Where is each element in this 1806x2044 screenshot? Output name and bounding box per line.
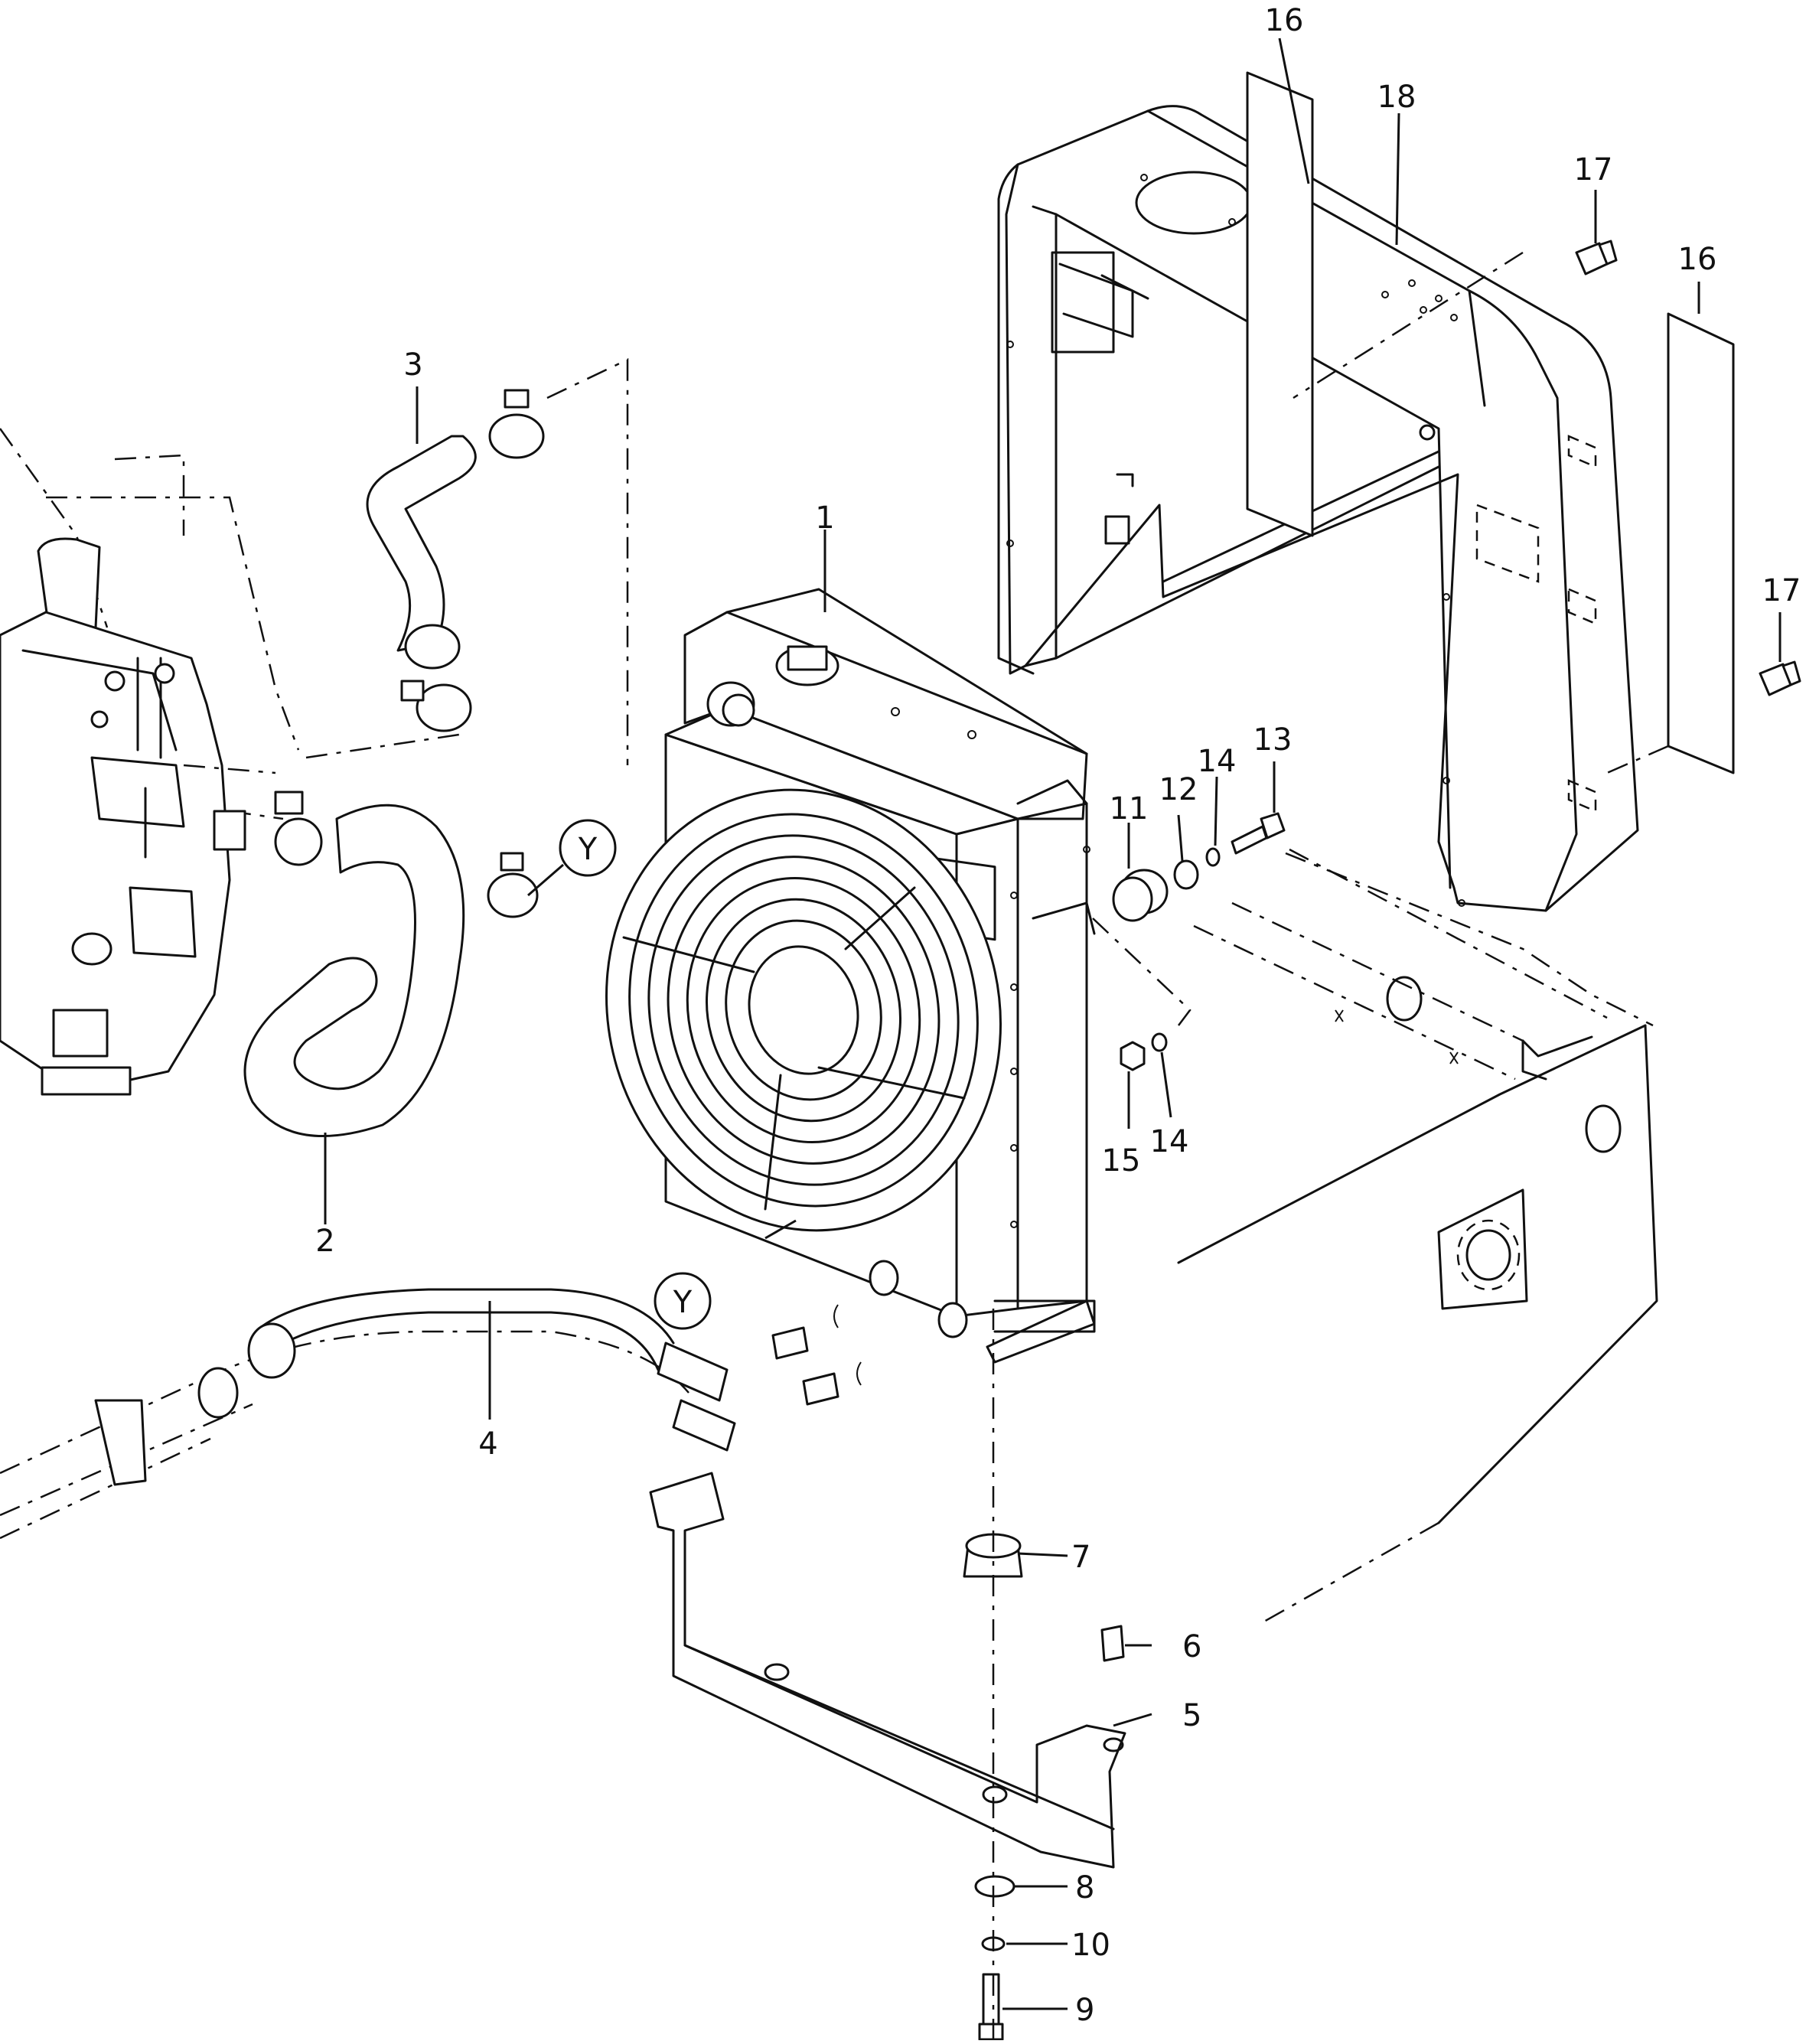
hose-clamps bbox=[274, 389, 545, 918]
callout-14-upper: 14 bbox=[1198, 744, 1237, 779]
callout-10: 10 bbox=[1071, 1928, 1110, 1963]
bolt-17-right bbox=[1759, 660, 1801, 696]
fan-guard bbox=[605, 788, 1002, 1232]
gasket-strip-upper bbox=[1246, 71, 1314, 537]
bolt-6 bbox=[1100, 1625, 1125, 1662]
callout-14-lower: 14 bbox=[1150, 1124, 1189, 1159]
upper-hose-3 bbox=[366, 435, 477, 670]
callout-numbers: 1 2 3 4 5 6 7 8 9 10 11 12 13 14 14 15 1… bbox=[315, 3, 1801, 2028]
callout-7: 7 bbox=[1071, 1540, 1090, 1575]
callout-16-upper: 16 bbox=[1265, 3, 1304, 38]
callout-3: 3 bbox=[403, 347, 422, 383]
svg-text:Y: Y bbox=[673, 1285, 693, 1320]
callout-13: 13 bbox=[1253, 722, 1293, 758]
callout-18: 18 bbox=[1377, 80, 1416, 115]
gasket-strip-right bbox=[1667, 312, 1735, 774]
bolt-9 bbox=[978, 1973, 1004, 2041]
lower-hose-2 bbox=[243, 804, 465, 1137]
nut-15 bbox=[1120, 1041, 1146, 1071]
callout-5: 5 bbox=[1182, 1698, 1201, 1733]
rubber-mount-11 bbox=[1112, 869, 1169, 922]
bolt-13 bbox=[1231, 812, 1286, 855]
svg-text:Y: Y bbox=[578, 832, 598, 867]
mounting-bracket-5 bbox=[649, 1472, 1126, 1869]
callout-6: 6 bbox=[1182, 1629, 1201, 1664]
callout-15: 15 bbox=[1102, 1143, 1141, 1178]
callout-leaders bbox=[324, 37, 1782, 2010]
callout-1: 1 bbox=[815, 500, 834, 536]
callout-16-right: 16 bbox=[1678, 242, 1717, 277]
callout-17-upper: 17 bbox=[1574, 152, 1613, 187]
callout-12: 12 bbox=[1159, 772, 1198, 807]
callout-9: 9 bbox=[1075, 1993, 1094, 2028]
machine-frame bbox=[1177, 852, 1658, 1624]
reference-marker-y-lower: Y bbox=[654, 1272, 712, 1330]
callout-17-right: 17 bbox=[1762, 573, 1801, 608]
engine-partial bbox=[0, 428, 300, 1096]
callout-11: 11 bbox=[1110, 791, 1149, 826]
lock-washer-14 bbox=[1205, 847, 1221, 867]
washer-12 bbox=[1173, 859, 1199, 890]
reference-marker-y-upper: Y bbox=[559, 819, 617, 877]
callout-4: 4 bbox=[478, 1426, 497, 1462]
washer-8 bbox=[974, 1875, 1015, 1898]
callout-2: 2 bbox=[315, 1224, 334, 1259]
fan-shroud-frame bbox=[997, 105, 1714, 912]
oil-cooler-lines-4 bbox=[0, 1260, 968, 1540]
lock-washer-14-lower bbox=[1151, 1032, 1168, 1052]
bolt-17-upper bbox=[1575, 240, 1618, 275]
callout-8: 8 bbox=[1075, 1870, 1094, 1905]
